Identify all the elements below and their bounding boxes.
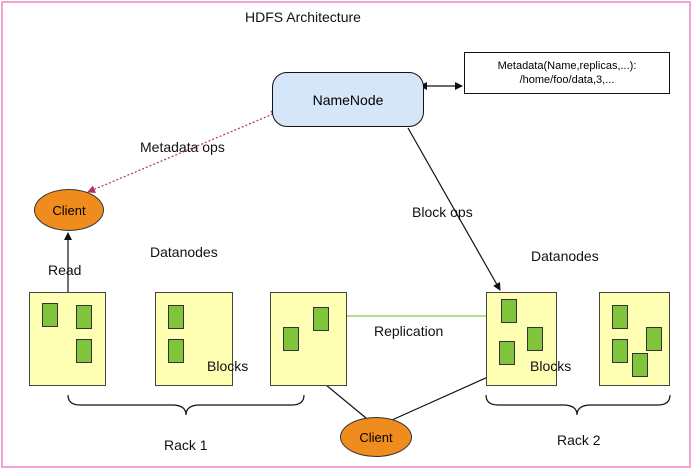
block	[168, 339, 184, 363]
block-ops-label: Block ops	[412, 204, 473, 220]
block	[313, 307, 329, 331]
rack2-brace	[485, 394, 671, 416]
rack1-label: Rack 1	[164, 437, 208, 453]
block	[612, 339, 628, 363]
block-ops-arrow	[407, 127, 501, 291]
block	[612, 305, 628, 329]
client-left: Client	[34, 189, 104, 231]
client-left-label: Client	[52, 202, 86, 218]
datanode-rack1-1	[29, 292, 106, 386]
blocks-right-label: Blocks	[530, 358, 572, 374]
block	[76, 305, 92, 329]
metadata-ops-arrow	[87, 110, 280, 193]
blocks-left-label: Blocks	[207, 358, 249, 374]
namenode-box: NameNode	[272, 72, 424, 127]
datanodes-left-label: Datanodes	[150, 244, 218, 260]
block	[76, 339, 92, 363]
datanodes-right-label: Datanodes	[531, 248, 599, 264]
block	[42, 303, 58, 327]
namenode-label: NameNode	[312, 91, 384, 108]
replication-label: Replication	[374, 323, 444, 339]
read-label: Read	[48, 262, 82, 278]
block	[283, 327, 299, 351]
block	[646, 327, 662, 351]
diagram-title: HDFS Architecture	[245, 9, 361, 25]
rack1-brace	[67, 394, 305, 416]
metadata-line-2: /home/foo/data,3,...	[519, 74, 615, 86]
block	[499, 341, 515, 365]
datanode-rack1-3	[270, 292, 347, 386]
datanode-rack1-2	[155, 292, 233, 386]
metadata-box: Metadata(Name,replicas,...): /home/foo/d…	[464, 52, 670, 94]
client-bottom-label: Client	[359, 429, 393, 445]
block	[632, 353, 648, 377]
metadata-line-1: Metadata(Name,replicas,...):	[497, 60, 637, 72]
block	[501, 299, 517, 323]
rack2-label: Rack 2	[557, 432, 601, 448]
datanode-rack2-2	[599, 292, 670, 386]
metadata-ops-label: Metadata ops	[140, 139, 225, 155]
client-bottom: Client	[340, 417, 412, 457]
block	[527, 327, 543, 351]
block	[168, 305, 184, 329]
datanode-rack2-1	[486, 292, 557, 386]
